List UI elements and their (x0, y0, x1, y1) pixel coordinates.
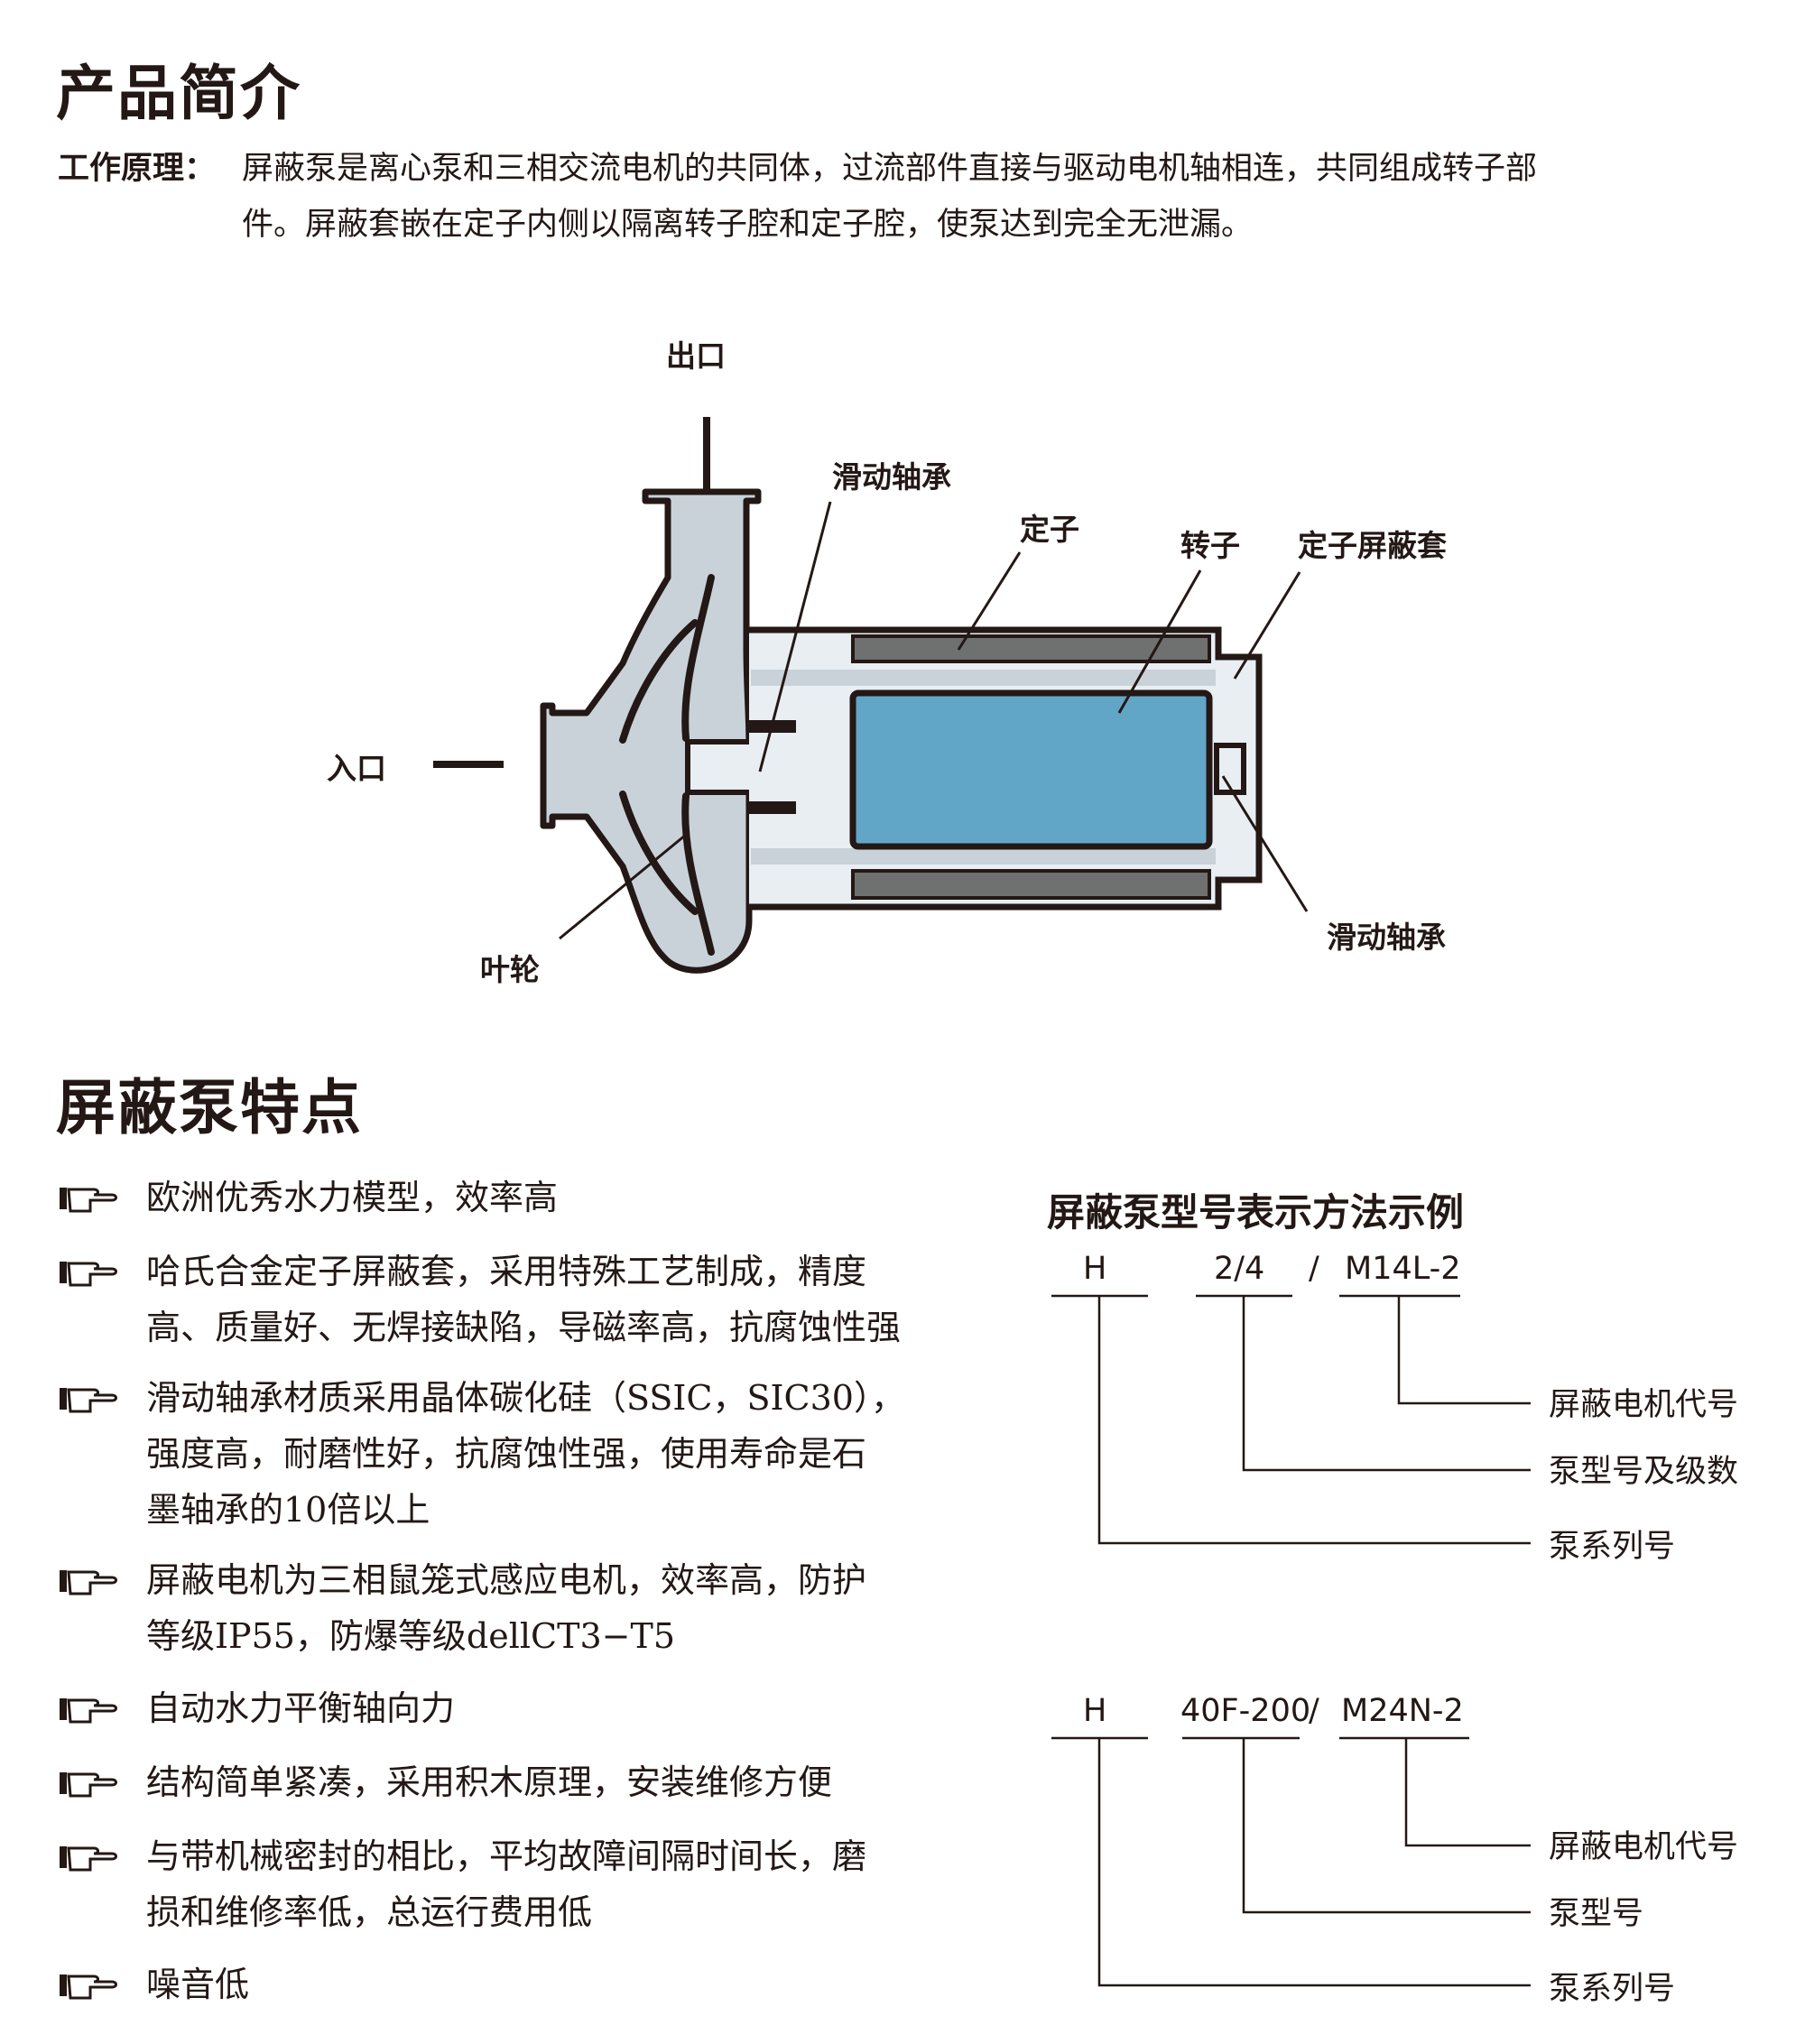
shield-band-top (751, 670, 1216, 686)
pump-diagram (433, 417, 1309, 974)
rear-bearing (1214, 743, 1246, 795)
ex2-desc-series: 泵系列号 (1549, 1971, 1676, 2007)
ex2-desc-type: 泵型号 (1549, 1896, 1644, 1932)
feature-item-3: 滑动轴承材质采用晶体碳化硅（SSIC，SIC30），强度高，耐磨性好，抗腐蚀性强… (146, 1378, 905, 1530)
label-bearing-bottom: 滑动轴承 (1327, 920, 1446, 955)
impeller-vane-upper-2 (619, 619, 699, 744)
label-rotor: 转子 (1180, 528, 1240, 563)
pointing-hand-icon (60, 1262, 117, 1287)
pointing-hand-icon (60, 1772, 117, 1798)
intro-heading: 产品简介 (56, 59, 301, 128)
stator-top (851, 634, 1211, 663)
outlet-line (703, 417, 710, 489)
ex1-slash: / (1309, 1251, 1319, 1287)
ex2-motor-code: M24N-2 (1341, 1693, 1464, 1729)
feature-item-5: 自动水力平衡轴向力 (146, 1688, 456, 1728)
pointing-hand-icon (60, 1388, 117, 1413)
rotor (849, 689, 1213, 850)
ex1-motor-code: M14L-2 (1345, 1251, 1461, 1287)
front-bearing-bottom (749, 801, 796, 814)
feature-item-6: 结构简单紧凑，采用积木原理，安装维修方便 (146, 1762, 833, 1802)
pointing-hand-icon (60, 1975, 117, 2000)
features-heading: 屏蔽泵特点 (56, 1073, 363, 1142)
inlet-line (433, 761, 504, 768)
label-inlet: 入口 (327, 751, 386, 786)
impeller-vane-lower (681, 792, 715, 956)
impeller-vane-lower-2 (619, 791, 699, 915)
leader-rotor (1117, 569, 1202, 714)
leader-bearing-top (758, 501, 832, 772)
feature-item-7: 与带机械密封的相比，平均故障间隔时间长，磨损和维修率低，总运行费用低 (146, 1836, 867, 1932)
ex1-desc-series: 泵系列号 (1549, 1529, 1676, 1565)
leader-stator-shield (1233, 571, 1301, 680)
ex1-desc-type: 泵型号及级数 (1549, 1454, 1739, 1490)
pointing-hand-icon (60, 1188, 117, 1213)
feature-item-8: 噪音低 (146, 1965, 250, 2004)
leader-bearing-bottom (1221, 775, 1309, 912)
principle-label: 工作原理： (58, 151, 217, 187)
model-title: 屏蔽泵型号表示方法示例 (1047, 1190, 1465, 1235)
label-outlet: 出口 (666, 338, 726, 374)
leader-stator (957, 551, 1022, 651)
pointing-hand-icon (60, 1846, 117, 1872)
ex2-desc-motor: 屏蔽电机代号 (1549, 1829, 1739, 1865)
label-bearing-top: 滑动轴承 (832, 459, 951, 495)
feature-item-2: 哈氏合金定子屏蔽套，采用特殊工艺制成，精度高、质量好、无焊接缺陷，导磁率高，抗腐… (146, 1252, 902, 1347)
principle-line-1: 屏蔽泵是离心泵和三相交流电机的共同体，过流部件直接与驱动电机轴相连，共同组成转子… (242, 151, 1538, 187)
label-stator: 定子 (1020, 512, 1079, 547)
label-impeller: 叶轮 (480, 952, 540, 987)
ex2-series-code: H (1083, 1693, 1107, 1729)
label-stator-shield: 定子屏蔽套 (1298, 528, 1447, 563)
shield-band-bottom (751, 848, 1216, 865)
ex2-type-code: 40F-200 (1180, 1693, 1311, 1729)
impeller-vane-upper (681, 574, 715, 742)
ex2-slash: / (1309, 1693, 1319, 1729)
feature-item-1: 欧洲优秀水力模型，效率高 (146, 1178, 559, 1217)
pointing-hand-icon (60, 1698, 117, 1724)
ex1-desc-motor: 屏蔽电机代号 (1549, 1387, 1739, 1423)
ex1-series-code: H (1083, 1251, 1107, 1287)
ex1-type-code: 2/4 (1214, 1251, 1265, 1287)
pointing-hand-icon (60, 1570, 117, 1595)
leader-impeller (559, 833, 687, 940)
stator-bottom (851, 869, 1211, 900)
feature-item-4: 屏蔽电机为三相鼠笼式感应电机，效率高，防护等级IP55，防爆等级dellCT3−… (146, 1560, 867, 1656)
principle-line-2: 件。屏蔽套嵌在定子内侧以隔离转子腔和定子腔，使泵达到完全无泄漏。 (242, 207, 1254, 243)
